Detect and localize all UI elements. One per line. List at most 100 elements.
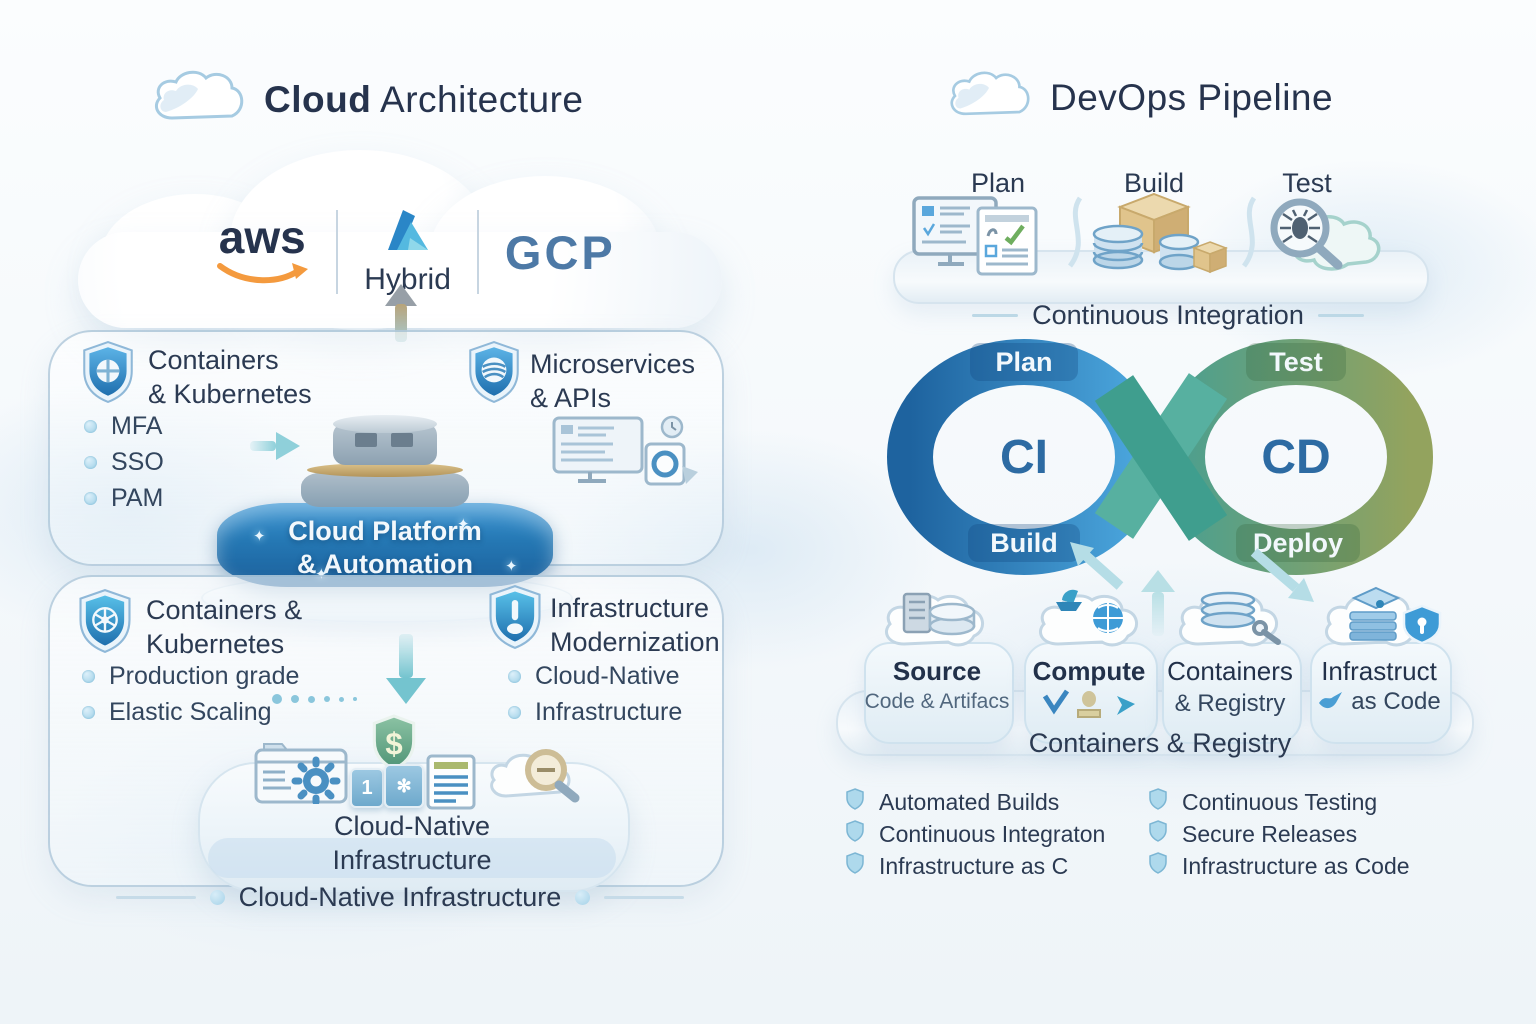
pillar-infrastructure-as-code: Infrastruct as Code xyxy=(1308,586,1452,744)
arrow-diagonal-icon xyxy=(1250,548,1314,602)
dollar-glyph: $ xyxy=(385,726,402,761)
bullet-label: Production grade xyxy=(109,662,300,690)
shield-bullet-icon xyxy=(1148,820,1168,848)
aws-logo: aws xyxy=(214,214,310,291)
security-bullets: MFA SSO PAM xyxy=(84,412,164,513)
modernization-bullets: Cloud-Native Infrastructure xyxy=(508,662,682,727)
document-icon xyxy=(426,754,476,815)
checklist-label: Infrastructure as Code xyxy=(1182,852,1410,879)
list-item: Cloud-Native xyxy=(508,662,682,691)
list-item: SSO xyxy=(84,448,164,477)
feature-title-line: Infrastructure xyxy=(550,593,710,623)
pillar-subtitle: & Registry xyxy=(1174,690,1286,717)
provider-row: aws Hybrid xyxy=(200,192,630,312)
caption-line xyxy=(972,314,1019,317)
list-item: Secure Releases xyxy=(1148,818,1410,850)
checklist-left: Automated Builds Continuous Integraton I… xyxy=(845,786,1105,882)
pillar-title: Infrastruct xyxy=(1321,656,1437,686)
asterisk-glyph: ✻ xyxy=(396,775,412,796)
bullet-label: Infrastructure xyxy=(535,698,683,726)
registry-caption: Containers & Registry xyxy=(900,728,1420,759)
caption-dot-icon xyxy=(209,890,225,905)
cloud-magnifier-icon xyxy=(484,740,588,811)
title-word: DevOps Pipeline xyxy=(1050,76,1334,118)
list-item: Continuous Testing xyxy=(1148,786,1410,818)
list-item: Continuous Integraton xyxy=(845,818,1105,850)
pillar-title: Containers xyxy=(1167,656,1293,686)
checklist-label: Continuous Testing xyxy=(1182,788,1378,815)
pillar-source: Source Code & Artifacs xyxy=(862,592,1014,744)
aws-swoosh-icon xyxy=(214,260,310,291)
source-cloud-icon xyxy=(874,586,1000,657)
feature-title-line: Containers & xyxy=(146,595,303,625)
list-item: Infrastructure xyxy=(508,698,682,727)
stage-label-plan: Plan xyxy=(970,168,1026,198)
arrow-diagonal-icon xyxy=(1070,542,1124,590)
loop-cross-band xyxy=(1094,375,1228,541)
platform-window xyxy=(391,433,413,447)
left-title: Cloud Architecture xyxy=(150,68,583,131)
flow-curve-icon xyxy=(1067,196,1083,268)
caption-line xyxy=(115,896,196,899)
monitor-illustration-icon xyxy=(550,414,700,495)
loop-label-build: Build xyxy=(990,528,1058,558)
checklist-label: Automated Builds xyxy=(879,788,1060,815)
loop-label-test: Test xyxy=(1269,347,1323,377)
cloud-native-platform: $ 1 ✻ xyxy=(198,714,630,892)
title-word-bold: Cloud xyxy=(264,78,372,120)
loop-label-plan: Plan xyxy=(995,347,1052,377)
page-title-left: Cloud Architecture xyxy=(264,79,583,121)
platform-slab-band xyxy=(208,838,616,878)
list-item: Infrastructure as Code xyxy=(1148,850,1410,882)
loop-label-deploy: Deploy xyxy=(1253,528,1343,558)
pillar-subtitle: Code & Artifacs xyxy=(864,690,1010,713)
arrow-right-icon xyxy=(250,432,300,460)
divider xyxy=(336,210,339,294)
platform-tier2 xyxy=(301,473,469,507)
gesture-icon xyxy=(1317,690,1343,715)
feature-title-line: Microservices xyxy=(530,349,696,379)
list-item: MFA xyxy=(84,412,164,441)
left-caption: Cloud-Native Infrastructure xyxy=(100,882,700,913)
bullet-dot-icon xyxy=(84,456,97,469)
feature-title-line: & Kubernetes xyxy=(148,378,312,409)
divider xyxy=(476,210,479,294)
caption-text: Containers & Registry xyxy=(1028,728,1292,758)
registry-cloud-icon xyxy=(1168,584,1294,657)
aws-logo-text: aws xyxy=(218,210,306,263)
bullet-dot-icon xyxy=(508,670,521,683)
title-word-rest: Architecture xyxy=(371,78,584,120)
list-item: Automated Builds xyxy=(845,786,1105,818)
bullet-label: Cloud-Native xyxy=(535,662,680,690)
caption-line xyxy=(604,896,685,899)
feature-title-line: Containers xyxy=(148,345,279,375)
sparkle-icon: ✦ xyxy=(457,516,470,533)
bullet-dot-icon xyxy=(82,670,95,683)
pillar-containers-registry: Containers & Registry xyxy=(1160,591,1302,744)
iac-cloud-icon xyxy=(1314,582,1446,657)
list-item: PAM xyxy=(84,484,164,513)
shield-cross-icon xyxy=(80,340,136,409)
bottom-platform-line: Infrastructure xyxy=(332,844,492,875)
bullet-dot-icon xyxy=(84,420,97,433)
page-title-right: DevOps Pipeline xyxy=(1050,77,1333,119)
caption-text: Continuous Integration xyxy=(1032,300,1304,330)
shield-exclaim-icon xyxy=(486,584,544,655)
feature-title-line: Modernization xyxy=(550,626,720,657)
checklist-label: Secure Releases xyxy=(1182,820,1358,847)
loop-label-ci: CI xyxy=(1000,431,1048,484)
arrow-down-icon xyxy=(386,634,426,704)
pillar-subtitle: as Code xyxy=(1351,688,1441,715)
caption-line xyxy=(1317,314,1364,317)
shield-bullet-icon xyxy=(845,852,865,880)
platform-band xyxy=(217,503,553,587)
pillar-compute: Compute xyxy=(1022,589,1158,744)
bullet-dot-icon xyxy=(82,706,95,719)
bullet-dot-icon xyxy=(508,706,521,719)
bottom-platform-line: Cloud-Native xyxy=(333,811,491,841)
azure-icon xyxy=(380,208,436,259)
platform-tier3-top xyxy=(333,415,437,433)
feature-title-containers-kubernetes-bottom: Containers & Kubernetes xyxy=(146,594,302,662)
cloud-icon xyxy=(946,68,1032,127)
